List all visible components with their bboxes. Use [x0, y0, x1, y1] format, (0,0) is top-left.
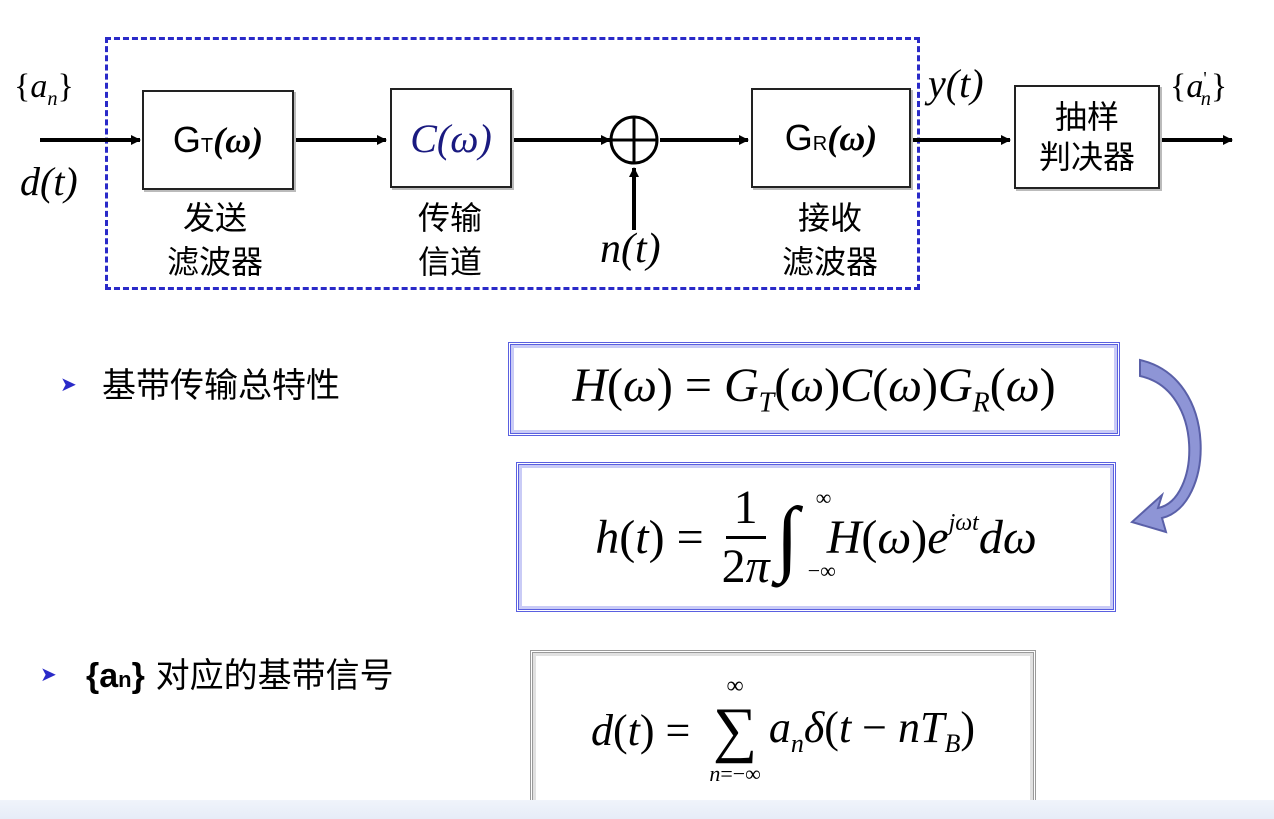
bullet-arrow-2: ➤: [40, 664, 57, 686]
input-signal-label: d(t): [20, 159, 78, 204]
transmit-filter-caption: 发送滤波器: [166, 199, 263, 281]
system-boundary-dashed: [105, 37, 920, 290]
channel-caption: 传输信道: [417, 199, 482, 281]
output-signal-label: y(t): [928, 61, 984, 106]
equation-H: H(ω) = GT(ω)C(ω)GR(ω): [508, 342, 1120, 436]
sampler-decision-block: 抽样 判决器: [1014, 85, 1160, 189]
input-sequence-label: {an}: [14, 68, 74, 110]
bullet-overall-characteristic: 基带传输总特性: [102, 366, 340, 406]
equation-d: d(t) = ∞ ∑ n=−∞ anδ(t − nTB): [530, 650, 1036, 810]
output-sequence-label: {a'n}: [1170, 68, 1228, 110]
slide-footer-bar: [0, 800, 1274, 819]
equation-h: h(t) = 1 2π ∫ ∞ −∞ H(ω)ejωtdω: [516, 462, 1116, 612]
curved-arrow: [1130, 358, 1202, 534]
summing-junction: [609, 115, 659, 165]
receive-filter-caption: 接收滤波器: [781, 199, 878, 281]
bullet-arrow-1: ➤: [60, 374, 77, 396]
bullet-baseband-signal: {an} 对应的基带信号: [86, 656, 394, 696]
noise-label: n(t): [600, 226, 661, 272]
channel-block: C(ω): [390, 88, 512, 188]
